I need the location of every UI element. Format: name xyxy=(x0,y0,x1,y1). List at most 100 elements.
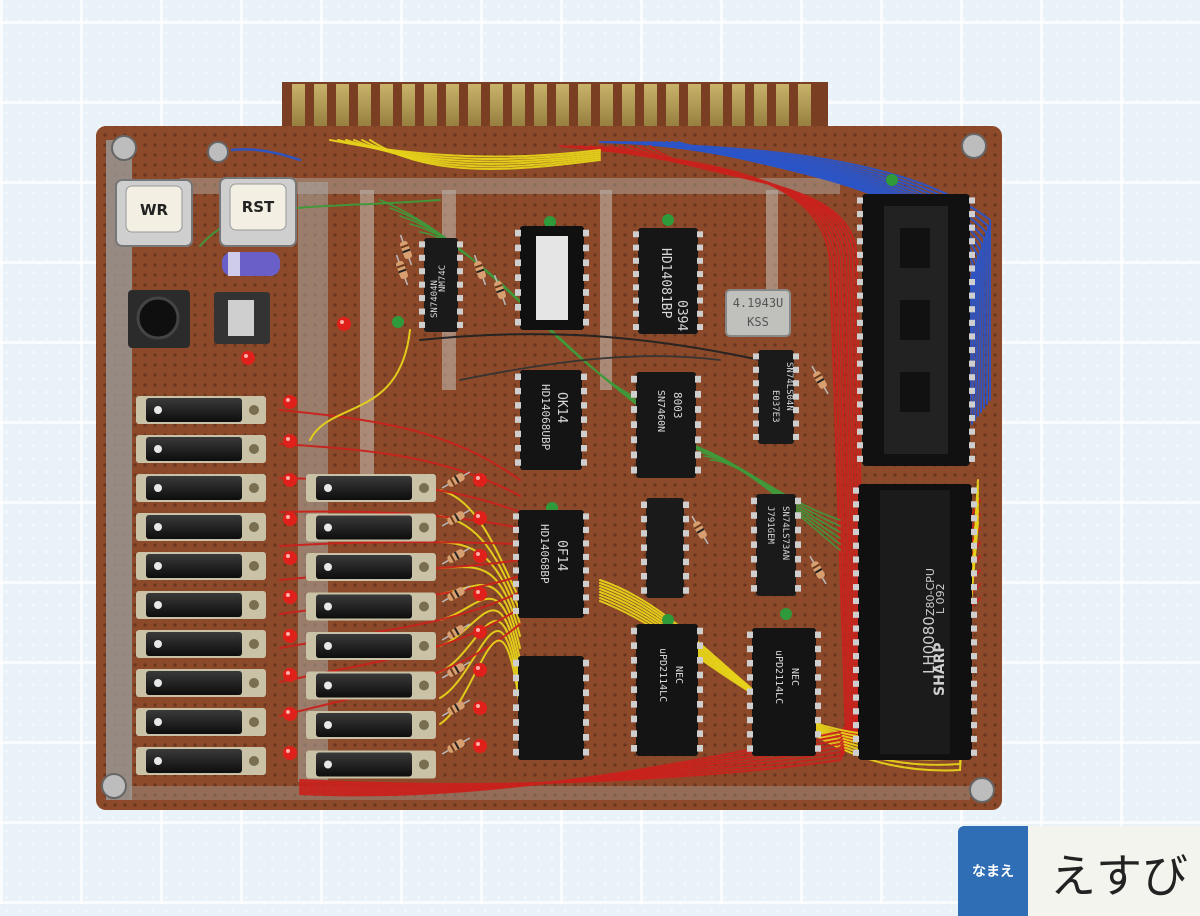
ic-pin xyxy=(753,353,759,360)
ic-pin xyxy=(457,281,463,288)
ic-pin xyxy=(747,674,753,681)
led-array xyxy=(241,174,898,760)
ic-pin xyxy=(969,197,975,204)
ic-pin xyxy=(853,542,859,549)
toggle-switch[interactable] xyxy=(136,708,266,736)
ic-pin xyxy=(513,553,519,560)
ic-pin xyxy=(513,659,519,667)
ic-u6: 0F14 HD14068BP xyxy=(518,510,584,618)
resistor-band xyxy=(454,475,460,484)
led xyxy=(283,707,297,721)
led xyxy=(473,625,487,639)
ic-pin xyxy=(857,455,863,462)
ic-pin xyxy=(631,657,637,664)
ic-pin xyxy=(753,433,759,440)
ic-pin xyxy=(857,238,863,245)
led xyxy=(241,351,255,365)
toggle-switch[interactable] xyxy=(306,474,436,502)
reset-key-label: RST xyxy=(242,198,275,216)
toggle-switch[interactable] xyxy=(306,513,436,542)
ic-pin xyxy=(697,324,703,331)
toggle-switch-dot xyxy=(154,523,162,531)
ic-pin xyxy=(795,570,801,578)
ic-pin xyxy=(857,333,863,340)
ic-pin xyxy=(971,694,977,701)
reset-key[interactable]: RST xyxy=(219,177,297,247)
ic-u4-line1: OK14 xyxy=(554,392,569,423)
connector-finger xyxy=(314,84,327,134)
connector-finger xyxy=(710,84,723,134)
ic-pin xyxy=(815,745,821,752)
mode-slide-switch[interactable] xyxy=(214,292,270,344)
toggle-switch[interactable] xyxy=(306,553,436,581)
resistor xyxy=(399,234,413,266)
green-dot xyxy=(662,214,674,226)
write-key-label: WR xyxy=(140,201,169,219)
resistor-band xyxy=(449,706,456,714)
toggle-switch[interactable] xyxy=(306,711,436,739)
ic-pin xyxy=(969,347,975,354)
ic-pin xyxy=(513,704,519,711)
toggle-switch[interactable] xyxy=(136,474,266,502)
resistor-band xyxy=(396,263,405,269)
ic-pin xyxy=(631,466,637,474)
step-push-button[interactable] xyxy=(128,290,190,348)
ic-u8-line2: uPD2114LC xyxy=(657,648,668,702)
toggle-switch[interactable] xyxy=(136,513,266,541)
ic-pin xyxy=(581,402,587,409)
led xyxy=(473,739,487,753)
ic-pin xyxy=(751,541,757,548)
toggle-switch[interactable] xyxy=(136,630,266,658)
toggle-switch-screw xyxy=(249,444,259,454)
wire xyxy=(439,630,521,699)
ic-pin xyxy=(583,748,589,756)
toggle-switch[interactable] xyxy=(136,747,266,775)
resistor xyxy=(811,365,829,395)
toggle-switch[interactable] xyxy=(136,435,266,463)
ic-pin xyxy=(583,659,589,667)
cpu-code: L 092 xyxy=(934,583,947,614)
ic-pin xyxy=(583,289,589,296)
connector-finger xyxy=(490,84,503,134)
ic-pin xyxy=(857,415,863,422)
toggle-switch[interactable] xyxy=(136,552,266,580)
ic-pin xyxy=(857,347,863,354)
write-key[interactable]: WR xyxy=(115,179,193,247)
led-glint xyxy=(476,514,480,518)
ic-pin xyxy=(751,526,757,534)
toggle-switch-body xyxy=(316,515,412,540)
toggle-switch[interactable] xyxy=(136,396,266,424)
toggle-switch[interactable] xyxy=(136,669,266,697)
ic-pins xyxy=(419,197,977,756)
ic-pin xyxy=(583,719,589,726)
ic-pin xyxy=(697,715,703,723)
ic-pin xyxy=(457,268,463,275)
toggle-switch-dot xyxy=(154,679,162,687)
z80-cpu-chip: LH0080 Z80-CPU SHARP L 092 xyxy=(858,484,972,760)
ic-pin xyxy=(853,501,859,508)
ic-pin xyxy=(697,657,703,664)
connector-finger xyxy=(644,84,657,134)
ic-pin xyxy=(583,244,589,252)
ic-pin xyxy=(513,607,519,614)
ic-pin xyxy=(515,402,521,409)
toggle-switch[interactable] xyxy=(306,750,436,779)
toggle-switch-dot xyxy=(154,718,162,726)
ic-u8-line1: NEC xyxy=(673,666,684,684)
ic-pin xyxy=(853,639,859,646)
resistor xyxy=(691,515,709,545)
toggle-switch-screw xyxy=(419,641,429,651)
ic-pin xyxy=(633,324,639,331)
toggle-switch[interactable] xyxy=(306,592,436,621)
ic-pin xyxy=(515,387,521,395)
toggle-switch[interactable] xyxy=(306,671,436,700)
ic-pin xyxy=(751,497,757,505)
connector-finger xyxy=(798,84,811,134)
ic-pin xyxy=(641,501,647,508)
toggle-switch[interactable] xyxy=(136,591,266,619)
ic-pin xyxy=(971,735,977,743)
connector-finger xyxy=(622,84,635,134)
toggle-switch[interactable] xyxy=(306,632,436,660)
ic-pin xyxy=(419,254,425,261)
ic-pin xyxy=(641,544,647,551)
